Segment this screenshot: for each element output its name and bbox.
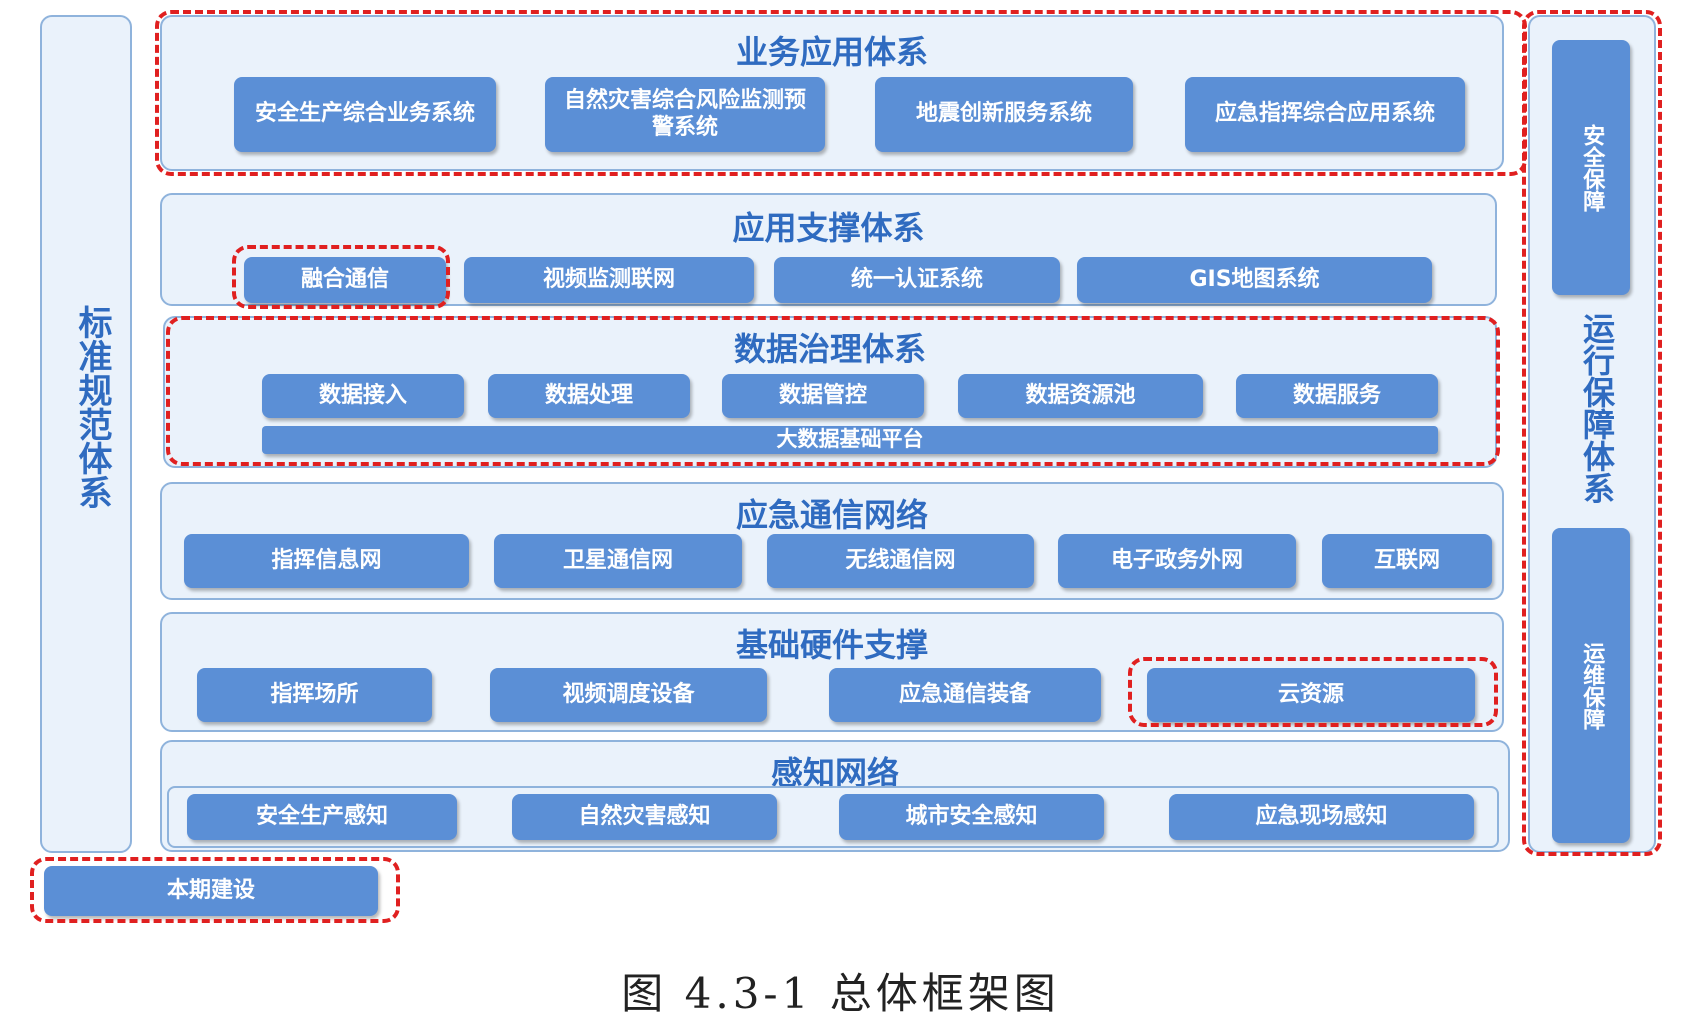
support-layer: 应用支撑体系 融合通信 视频监测联网 统一认证系统 GIS地图系统 xyxy=(160,193,1497,306)
business-layer-title: 业务应用体系 xyxy=(735,33,928,71)
support-layer-title: 应用支撑体系 xyxy=(732,209,925,247)
perception-item: 城市安全感知 xyxy=(839,794,1104,840)
hardware-item: 视频调度设备 xyxy=(490,668,767,722)
data-item: 数据资源池 xyxy=(958,374,1203,418)
hardware-item: 云资源 xyxy=(1147,668,1475,722)
data-item: 数据接入 xyxy=(262,374,464,418)
maintenance-guarantee-box: 运维保障 xyxy=(1552,528,1630,843)
support-item: 融合通信 xyxy=(244,257,446,303)
figure-caption: 图 4.3-1 总体框架图 xyxy=(621,969,1060,1018)
legend-current-phase: 本期建设 xyxy=(44,866,378,916)
perception-layer-title: 感知网络 xyxy=(770,754,899,792)
data-layer-title: 数据治理体系 xyxy=(733,330,926,368)
network-layer: 应急通信网络 指挥信息网 卫星通信网 无线通信网 电子政务外网 互联网 xyxy=(160,482,1504,600)
network-item: 电子政务外网 xyxy=(1058,534,1296,588)
data-layer: 数据治理体系 数据接入 数据处理 数据管控 数据资源池 数据服务 大数据基础平台 xyxy=(163,316,1497,468)
hardware-item: 指挥场所 xyxy=(197,668,432,722)
business-item: 安全生产综合业务系统 xyxy=(234,77,496,152)
perception-inner-frame xyxy=(167,786,1499,848)
network-item: 卫星通信网 xyxy=(494,534,742,588)
data-item: 数据处理 xyxy=(488,374,690,418)
operation-guarantee-label: 运行保障体系 xyxy=(1578,312,1616,504)
network-item: 指挥信息网 xyxy=(184,534,469,588)
standards-label: 标准规范体系 xyxy=(72,305,112,509)
business-layer: 业务应用体系 安全生产综合业务系统 自然灾害综合风险监测预警系统 地震创新服务系… xyxy=(160,15,1504,171)
data-item: 数据管控 xyxy=(722,374,924,418)
network-item: 无线通信网 xyxy=(767,534,1034,588)
maintenance-guarantee-label: 运维保障 xyxy=(1579,641,1605,730)
big-data-platform: 大数据基础平台 xyxy=(262,426,1438,454)
security-guarantee-label: 安全保障 xyxy=(1579,123,1605,212)
security-guarantee-box: 安全保障 xyxy=(1552,40,1630,295)
support-item: GIS地图系统 xyxy=(1077,257,1432,303)
support-item: 视频监测联网 xyxy=(464,257,754,303)
hardware-layer-title: 基础硬件支撑 xyxy=(735,626,928,664)
business-item: 地震创新服务系统 xyxy=(875,77,1133,152)
network-layer-title: 应急通信网络 xyxy=(735,496,928,534)
data-item: 数据服务 xyxy=(1236,374,1438,418)
perception-layer: 感知网络 安全生产感知 自然灾害感知 城市安全感知 应急现场感知 xyxy=(160,740,1510,852)
hardware-layer: 基础硬件支撑 指挥场所 视频调度设备 应急通信装备 云资源 xyxy=(160,612,1504,732)
standards-column xyxy=(40,15,132,853)
perception-item: 应急现场感知 xyxy=(1169,794,1474,840)
network-item: 互联网 xyxy=(1322,534,1492,588)
perception-item: 自然灾害感知 xyxy=(512,794,777,840)
business-item: 自然灾害综合风险监测预警系统 xyxy=(545,77,825,152)
perception-item: 安全生产感知 xyxy=(187,794,457,840)
business-item: 应急指挥综合应用系统 xyxy=(1185,77,1465,152)
hardware-item: 应急通信装备 xyxy=(829,668,1101,722)
support-item: 统一认证系统 xyxy=(774,257,1060,303)
